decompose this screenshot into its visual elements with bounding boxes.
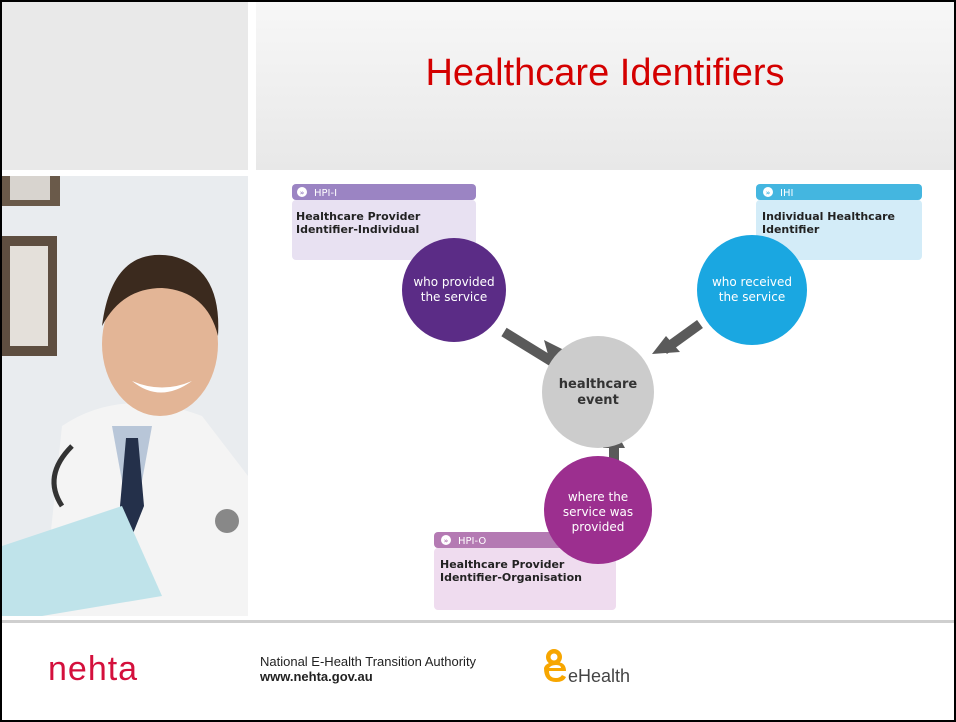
ehealth-logo	[544, 649, 566, 682]
header-right-panel	[256, 2, 954, 170]
hpi-i-line2: Identifier-Individual	[296, 223, 419, 236]
where-line3: provided	[572, 520, 625, 534]
provided-line2: the service	[421, 290, 488, 304]
received-line2: the service	[719, 290, 786, 304]
where-line2: service was	[563, 505, 633, 519]
ehealth-label: eHealth	[568, 666, 631, 686]
circle-event: healthcare event	[542, 336, 654, 448]
svg-text:»: »	[300, 189, 305, 197]
ihi-tag: IHI	[780, 188, 793, 199]
header-left-panel	[2, 2, 248, 170]
hpi-i-tag: HPI-I	[314, 188, 337, 199]
chevron-icon	[763, 187, 773, 197]
org-info: National E-Health Transition Authority w…	[260, 654, 476, 684]
doctor-photo	[2, 176, 248, 616]
org-name: National E-Health Transition Authority	[260, 654, 477, 669]
svg-text:»: »	[766, 189, 771, 197]
chevron-icon	[441, 535, 451, 545]
hpi-o-line2: Identifier-Organisation	[440, 571, 582, 584]
circle-where: where the service was provided	[544, 456, 652, 564]
footer-separator	[2, 620, 954, 623]
slide-title: Healthcare Identifiers	[425, 52, 785, 94]
identifier-diagram: » HPI-I Healthcare Provider Identifier-I…	[256, 176, 954, 616]
event-line2: event	[577, 393, 619, 408]
arrow-head-received	[652, 336, 680, 354]
event-line1: healthcare	[559, 377, 638, 392]
received-line1: who received	[712, 275, 792, 289]
ihi-box: » IHI Individual Healthcare Identifier	[756, 184, 922, 260]
chevron-icon	[297, 187, 307, 197]
nehta-logo: nehta	[48, 650, 139, 688]
provided-line1: who provided	[413, 275, 494, 289]
hpi-o-tag: HPI-O	[458, 536, 486, 547]
circle-provided: who provided the service	[402, 238, 506, 342]
org-url[interactable]: www.nehta.gov.au	[260, 669, 373, 684]
hpi-i-line1: Healthcare Provider	[296, 210, 421, 223]
svg-text:»: »	[444, 537, 449, 545]
circle-received: who received the service	[697, 235, 807, 345]
where-line1: where the	[568, 490, 628, 504]
ihi-line1: Individual Healthcare	[762, 210, 895, 223]
ihi-line2: Identifier	[762, 223, 820, 236]
hpi-o-line1: Healthcare Provider	[440, 558, 565, 571]
arrow-provided	[501, 327, 559, 369]
